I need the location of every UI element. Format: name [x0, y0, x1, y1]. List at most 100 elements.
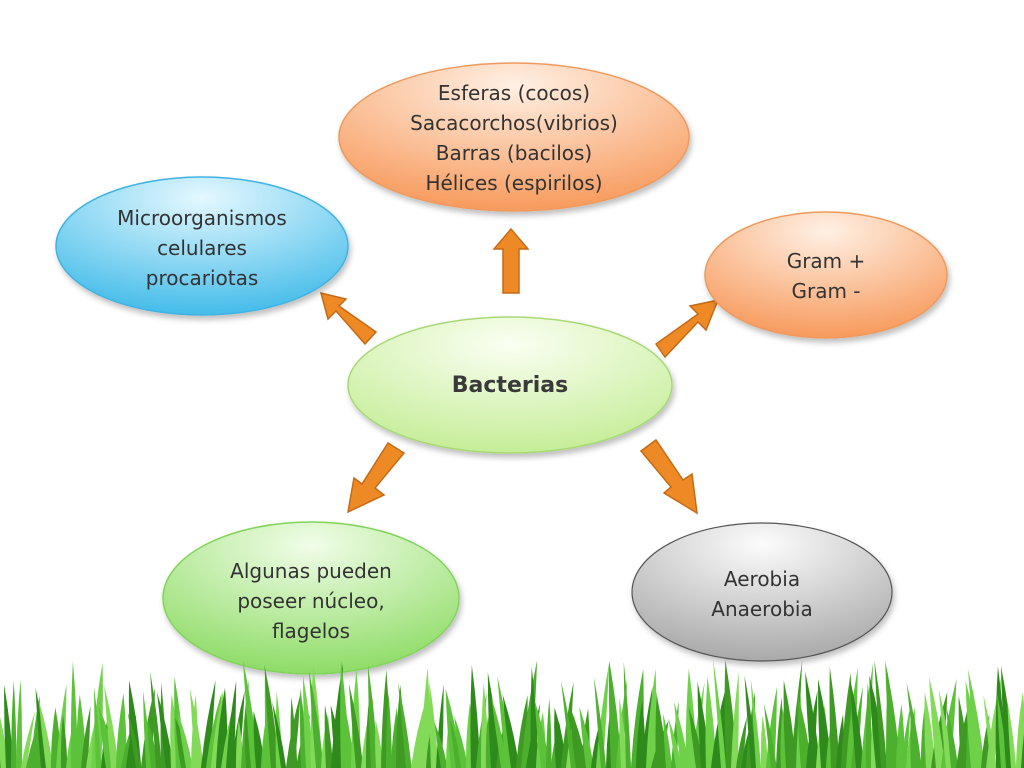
grass-blade	[21, 711, 36, 768]
arrow-down-left	[347, 441, 406, 514]
grass-blade	[70, 660, 78, 768]
grass-blade	[4, 684, 14, 768]
grass-blade	[60, 714, 68, 768]
grass-blade	[929, 676, 946, 768]
arrow-up-right	[654, 298, 720, 359]
microorganisms-line-2: celulares	[157, 236, 247, 260]
respiration-line-2: Anaerobia	[711, 597, 813, 621]
grass-blade	[1007, 700, 1017, 768]
grass-blade	[849, 677, 865, 768]
microorganisms-line-1: Microorganismos	[117, 206, 287, 230]
grass-blade	[560, 680, 577, 768]
grass-blade	[546, 698, 552, 768]
grass-blade	[429, 682, 439, 768]
grass-blade	[324, 705, 334, 768]
grass-blade	[829, 666, 840, 768]
grass-blade	[470, 665, 481, 768]
grass-blade	[791, 659, 803, 768]
grass-blade	[449, 717, 462, 768]
grass-blade	[421, 667, 431, 768]
grass-blade	[865, 682, 873, 768]
grass-blade	[924, 692, 936, 768]
grass-blade	[156, 691, 174, 768]
grass-blade	[663, 713, 673, 768]
grass-blade	[668, 718, 682, 768]
arrow-up	[492, 227, 530, 294]
grass-blade	[534, 700, 550, 768]
grass-blade	[502, 694, 520, 768]
grass-blade	[731, 671, 739, 768]
grass-blade	[1016, 691, 1024, 768]
grass-blade	[385, 692, 392, 768]
grass-blade	[454, 715, 468, 768]
grass-blade	[104, 684, 119, 768]
gram-line-2: Gram -	[791, 279, 861, 303]
grass-blade	[885, 661, 901, 768]
forms-line-2: Sacacorchos(vibrios)	[410, 111, 618, 135]
grass-blade	[434, 722, 448, 768]
grass-blade	[674, 701, 690, 768]
grass-blade	[608, 660, 622, 768]
microorganisms-label: Microorganismos celulares procariotas	[82, 200, 322, 296]
microorganisms-line-3: procariotas	[145, 266, 259, 290]
grass-blade	[641, 686, 653, 768]
bacterias-center-label: Bacterias	[410, 366, 610, 406]
grass-blade	[308, 670, 324, 768]
grass-blade	[290, 696, 298, 768]
grass-blade	[16, 679, 23, 768]
grass-blade	[760, 715, 768, 768]
gram-label: Gram + Gram -	[746, 244, 906, 308]
grass-blade	[10, 680, 17, 768]
grass-blade	[272, 701, 287, 768]
grass-blade	[116, 693, 127, 768]
grass-decoration	[0, 659, 1024, 768]
grass-blade	[705, 676, 717, 768]
grass-blade	[235, 719, 244, 768]
grass-blade	[763, 703, 777, 768]
grass-blade	[150, 671, 162, 768]
grass-blade	[1021, 733, 1024, 768]
arrow-down-right	[639, 438, 698, 515]
grass-blade	[226, 680, 237, 768]
bacterias-title: Bacterias	[451, 373, 569, 398]
gram-node	[704, 211, 948, 339]
grass-blade	[946, 708, 959, 768]
arrow-up-left	[319, 291, 378, 346]
respiration-line-1: Aerobia	[723, 567, 801, 591]
forms-line-4: Hélices (espirilos)	[425, 171, 603, 195]
nucleus-line-3: flagelos	[271, 619, 351, 643]
forms-label: Esferas (cocos) Sacacorchos(vibrios) Bar…	[364, 72, 664, 204]
grass-blade	[127, 712, 142, 768]
grass-blade	[189, 688, 204, 768]
nucleus-line-2: poseer núcleo,	[237, 589, 385, 613]
grass-blade	[177, 710, 193, 768]
forms-line-1: Esferas (cocos)	[437, 81, 591, 105]
grass-blade	[491, 697, 508, 768]
grass-blade	[128, 680, 142, 768]
bacterias-center-node	[347, 316, 673, 454]
nucleus-label: Algunas pueden poseer núcleo, flagelos	[201, 553, 421, 649]
grass-blade	[713, 659, 727, 768]
grass-blade	[38, 700, 54, 768]
microorganisms-node	[55, 176, 349, 316]
grass-blade	[744, 675, 757, 768]
grass-blade	[375, 719, 384, 768]
respiration-label: Aerobia Anaerobia	[682, 562, 842, 626]
grass-blade	[938, 689, 953, 768]
grass-blade	[623, 661, 632, 768]
grass-blade	[398, 682, 412, 768]
grass-blade	[93, 686, 102, 768]
grass-blade	[487, 672, 501, 768]
grass-blade	[983, 695, 997, 768]
respiration-node	[631, 522, 893, 662]
grass-blade	[81, 705, 91, 768]
forms-node	[338, 62, 690, 212]
grass-blade	[340, 686, 355, 768]
grass-blade	[874, 659, 888, 768]
grass-blade	[906, 682, 922, 768]
grass-blade	[530, 666, 539, 768]
gram-line-1: Gram +	[786, 249, 866, 273]
grass-blade	[750, 679, 762, 768]
nucleus-node	[162, 521, 460, 675]
